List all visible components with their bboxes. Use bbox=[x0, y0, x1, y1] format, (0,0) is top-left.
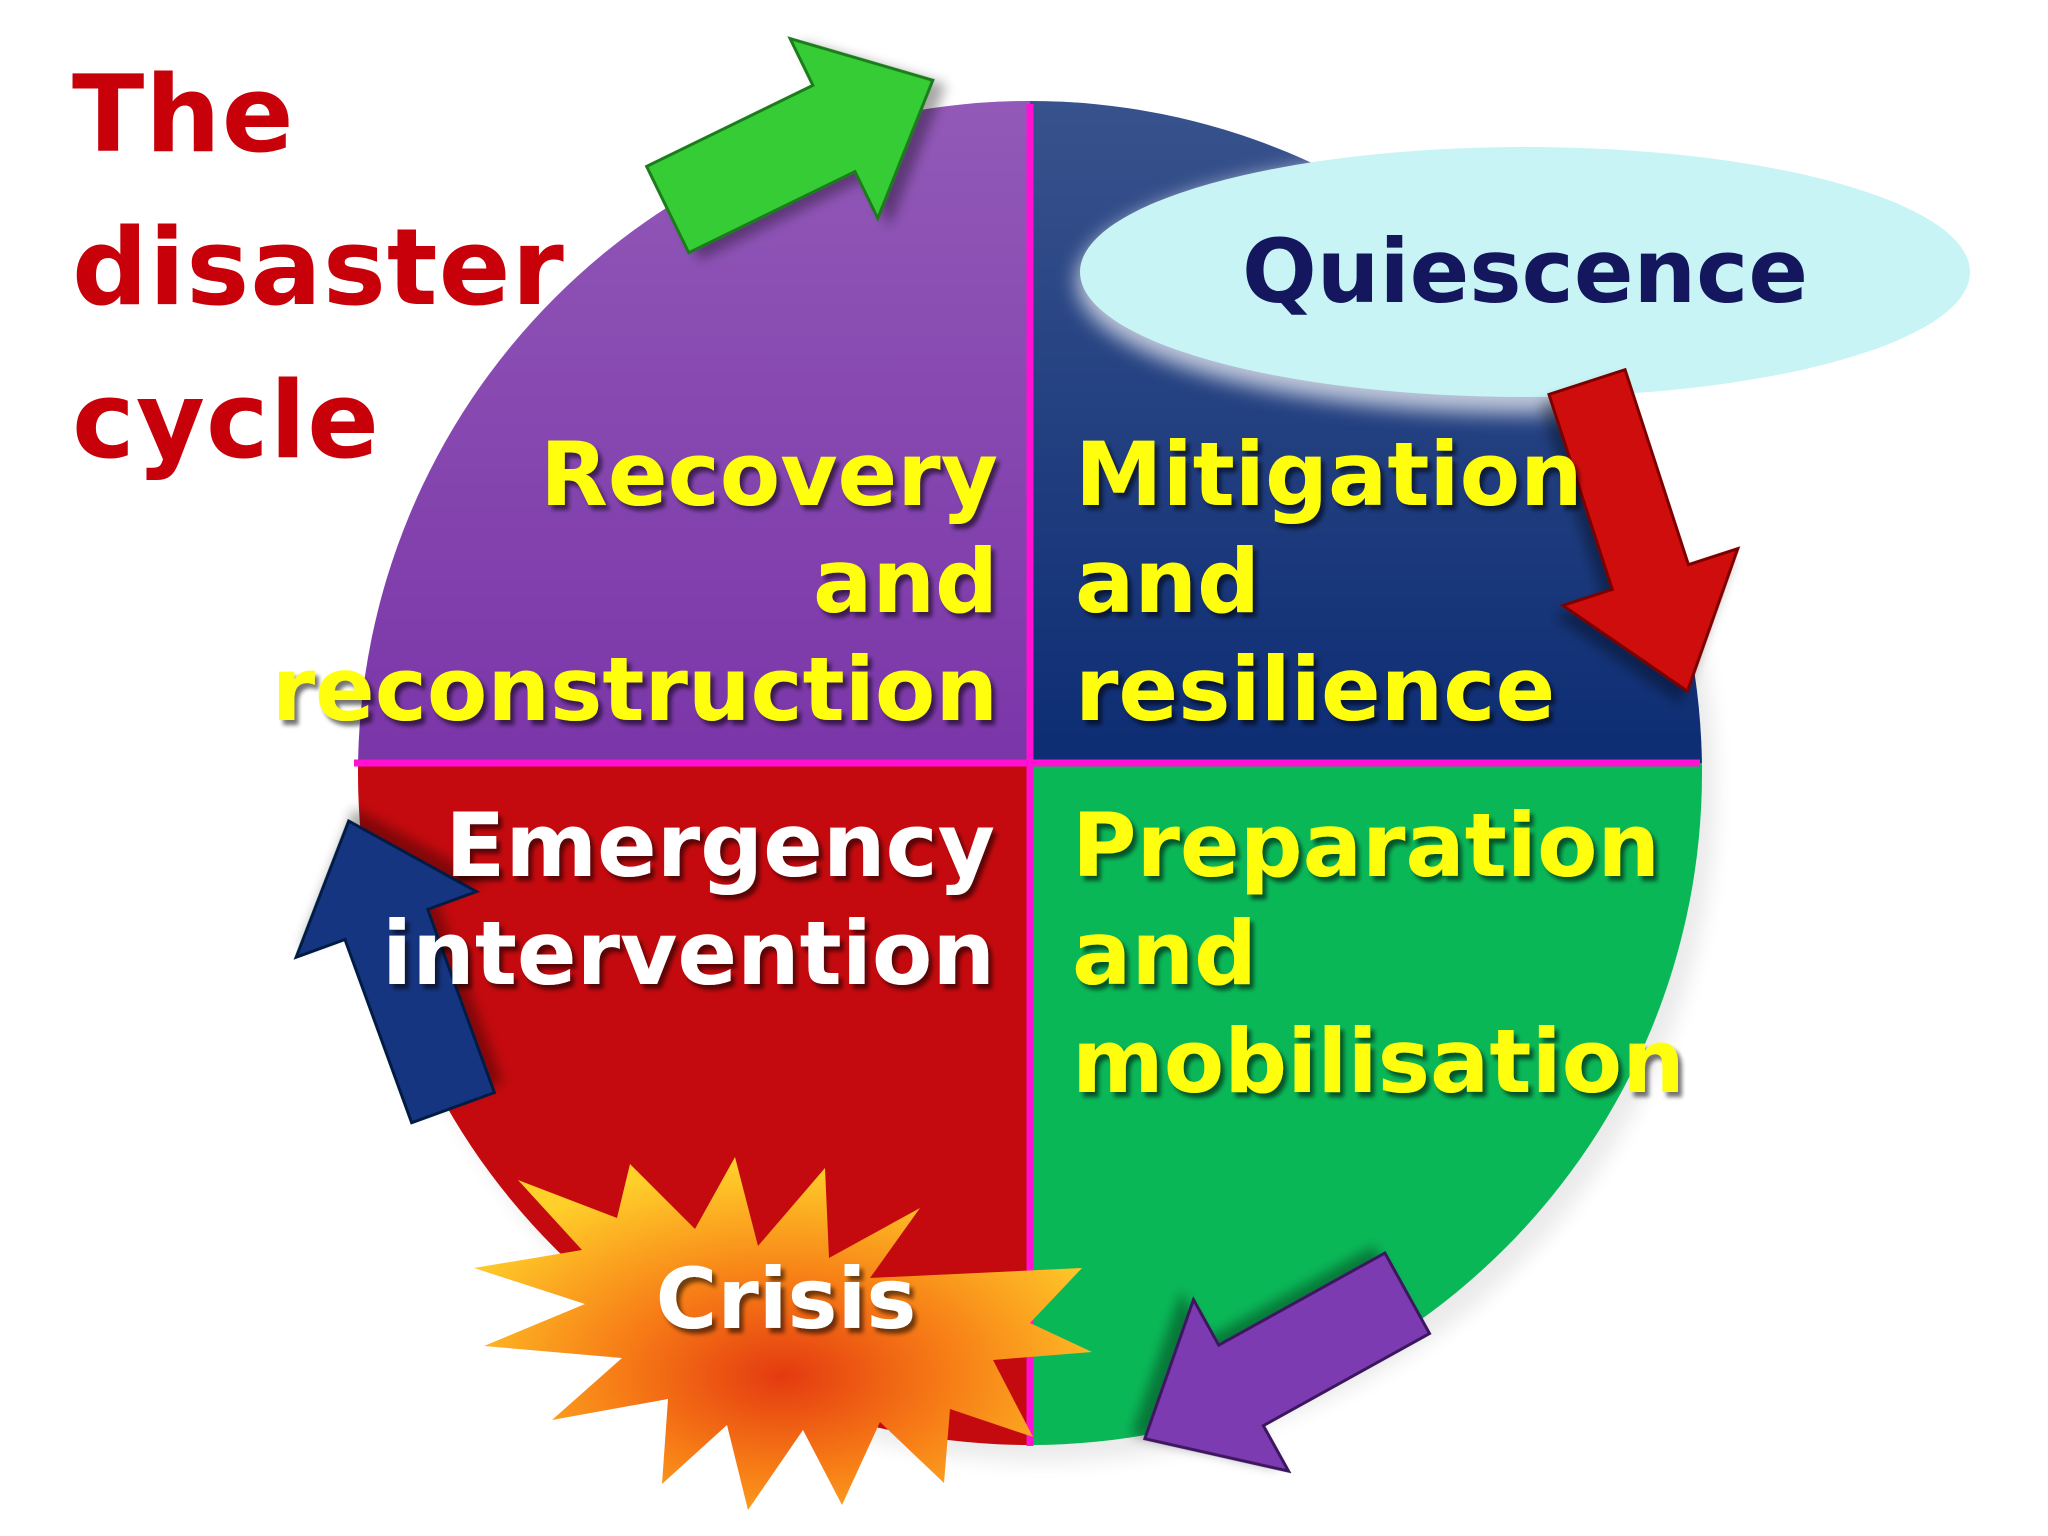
starburst-icon bbox=[474, 1157, 1092, 1510]
emergency-label: Emergency intervention bbox=[382, 794, 995, 1005]
title-line-1: The bbox=[72, 53, 295, 176]
mitigation-label: Mitigation and resilience bbox=[1075, 423, 1583, 741]
quiescence-label: Quiescence bbox=[1242, 220, 1808, 323]
svg-text:resilience: resilience bbox=[1075, 638, 1555, 741]
svg-text:intervention: intervention bbox=[382, 902, 995, 1005]
svg-text:and: and bbox=[1075, 530, 1260, 633]
svg-text:reconstruction: reconstruction bbox=[272, 638, 998, 741]
preparation-label: Preparation and mobilisation bbox=[1072, 794, 1685, 1113]
arrow-right-icon bbox=[644, 36, 935, 255]
arrow-up-icon bbox=[293, 818, 497, 1125]
recovery-label: Recovery and reconstruction bbox=[272, 423, 998, 741]
quiescence-ellipse bbox=[1080, 147, 1970, 397]
svg-text:Emergency: Emergency bbox=[445, 794, 995, 897]
arrow-left-icon bbox=[1142, 1251, 1432, 1474]
svg-text:and: and bbox=[1072, 902, 1257, 1005]
svg-text:mobilisation: mobilisation bbox=[1072, 1010, 1685, 1113]
svg-text:Recovery: Recovery bbox=[540, 423, 998, 526]
title-line-2: disaster bbox=[72, 206, 565, 329]
svg-text:Mitigation: Mitigation bbox=[1075, 423, 1583, 526]
svg-text:and: and bbox=[813, 530, 998, 633]
title-line-3: cycle bbox=[72, 359, 380, 482]
svg-text:Preparation: Preparation bbox=[1072, 794, 1660, 897]
arrow-down-icon bbox=[1547, 367, 1741, 694]
crisis-label: Crisis bbox=[656, 1250, 917, 1348]
